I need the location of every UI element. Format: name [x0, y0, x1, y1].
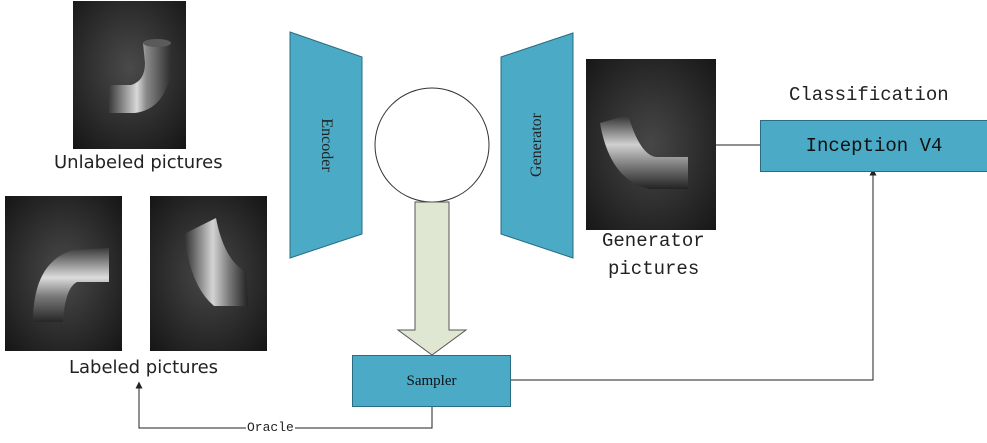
generator-pictures-caption-line1: Generator [602, 230, 705, 252]
labeled-pictures-caption: Labeled pictures [69, 357, 219, 378]
inception-box: Inception V4 [760, 120, 987, 172]
unlabeled-pictures-caption: Unlabeled pictures [54, 152, 223, 173]
unlabeled-picture [73, 1, 186, 149]
generator-block [500, 32, 574, 259]
labeled-picture-2 [150, 196, 267, 351]
latent-circle [374, 87, 490, 203]
oracle-label: Oracle [246, 420, 295, 435]
classification-label: Classification [789, 84, 949, 106]
sampler-to-inception-arrow [510, 168, 877, 381]
latent-to-sampler-arrow [396, 201, 468, 356]
generator-label: Generator [528, 113, 545, 177]
inception-label: Inception V4 [805, 135, 943, 157]
encoder-label: Encoder [318, 118, 335, 172]
sampler-label: Sampler [406, 372, 457, 389]
labeled-picture-1 [5, 196, 122, 351]
generator-pictures-caption-line2: pictures [608, 258, 700, 280]
sampler-box: Sampler [352, 355, 511, 407]
encoder-block [289, 31, 363, 259]
generator-picture [586, 59, 716, 230]
